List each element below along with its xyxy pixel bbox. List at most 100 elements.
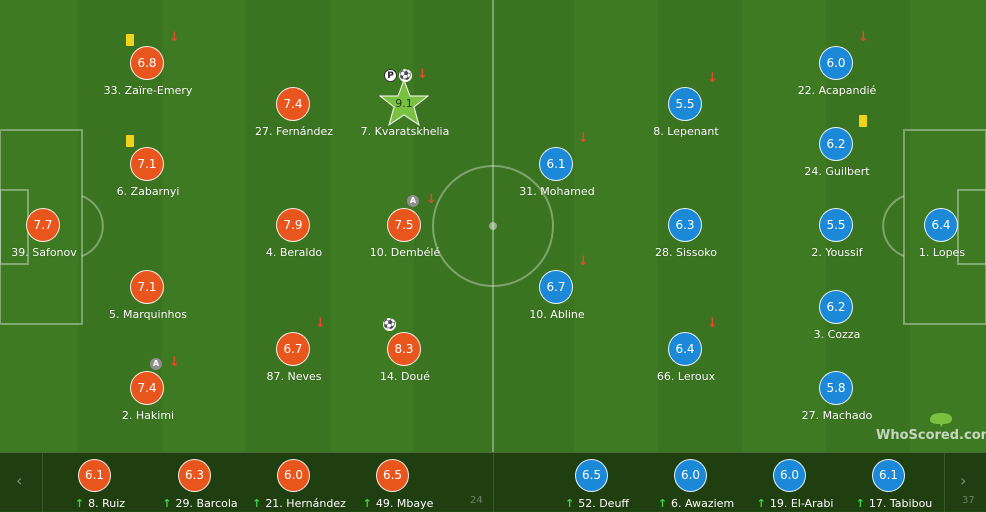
substitute-rating: 6.5 [575,459,608,492]
player-rating: 6.0 [819,46,853,80]
player-name: 31. Mohamed [519,185,595,198]
substituted-off-icon: ↓ [707,71,718,86]
away-player-lopes[interactable]: 6.4 1. Lopes [872,208,986,268]
player-name: 10. Dembélé [369,246,441,259]
player-name: 33. Zaïre-Emery [103,84,193,97]
home-player-marquinhos[interactable]: 7.1 5. Marquinhos [78,270,218,330]
player-rating: 6.7 [276,332,310,366]
player-name: 2. Hakimi [121,409,175,422]
yellow-card-icon [126,34,134,46]
substituted-off-icon: ↓ [315,316,326,331]
substituted-off-icon: ↓ [707,316,718,331]
player-rating: 8.3 [387,332,421,366]
substituted-on-icon: ↑ [657,497,668,510]
substitute-rating: 6.5 [376,459,409,492]
substitute-name: ↑21. Hernández [244,497,354,510]
goal-ball-icon: ⚽ [399,69,412,82]
away-player-machado[interactable]: 5.8 27. Machado [767,371,907,431]
away-substitute[interactable]: 6.1 ↑17. Tabibou [839,457,939,511]
home-player-doue[interactable]: 8.3 14. Doué ⚽ [335,318,475,392]
player-rating: 6.8 [130,46,164,80]
home-bench-more: 24 [470,495,483,506]
chevron-right-icon[interactable]: › [960,471,967,490]
home-substitute[interactable]: 6.1↑8. Ruiz [45,457,145,511]
player-rating: 5.8 [819,371,853,405]
away-substitute[interactable]: 6.5↑52. Deuff [542,457,642,511]
substituted-on-icon: ↑ [855,497,865,510]
player-rating: 5.5 [668,87,702,121]
substitute-label: 17. Tabibou [868,497,933,510]
player-rating: 6.7 [539,270,573,304]
goal-ball-icon: ⚽ [383,318,396,331]
home-substitute[interactable]: 6.3 ↑29. Barcola [145,457,245,511]
player-name: 87. Neves [266,370,322,383]
substitute-name: ↑8. Ruiz [45,497,155,510]
substitute-label: 52. Deuff [578,497,629,510]
player-rating: 5.5 [819,208,853,242]
substituted-on-icon: ↑ [252,497,262,510]
player-name: 24. Guilbert [804,165,870,178]
player-rating: 7.9 [276,208,310,242]
home-substitute[interactable]: 6.0↑21. Hernández [244,457,346,511]
player-name: 6. Zabarnyi [116,185,180,198]
home-player-neves[interactable]: 6.7 87. Neves ↓ [224,317,364,392]
chevron-left-icon[interactable]: ‹ [16,471,23,490]
player-name: 2. Youssif [811,246,863,259]
player-rating: 6.1 [539,147,573,181]
player-name: 4. Beraldo [265,246,323,259]
player-rating: 7.1 [130,270,164,304]
substitute-rating: 6.3 [178,459,211,492]
substitute-rating: 6.1 [872,459,905,492]
substituted-off-icon: ↓ [858,30,869,45]
substitute-label: 29. Barcola [175,497,238,510]
substitute-label: 8. Ruiz [88,497,126,510]
player-name: 8. Lepenant [653,125,719,138]
away-player-leroux[interactable]: 6.4 66. Leroux ↓ [616,317,756,392]
player-rating: 6.3 [668,208,702,242]
substitute-name: ↑49. Mbaye [343,497,453,510]
home-player-beraldo[interactable]: 7.9 4. Beraldo [224,208,364,268]
pitch-lines [0,0,986,452]
player-rating: 7.4 [130,371,164,405]
home-substitute[interactable]: 6.5↑49. Mbaye [343,457,443,511]
home-player-hakimi[interactable]: 7.4 2. Hakimi ↓ A [78,356,218,431]
player-rating: 7.5 [387,208,421,242]
player-name: 3. Cozza [813,328,861,341]
captain-badge-icon: A [150,358,162,370]
player-name: 5. Marquinhos [109,308,187,321]
player-rating: 6.4 [924,208,958,242]
substituted-off-icon: ↓ [417,67,428,82]
substitute-rating: 6.0 [277,459,310,492]
substituted-off-icon: ↓ [169,355,180,370]
player-name: 14. Doué [380,370,430,383]
player-name: 66. Leroux [656,370,716,383]
player-name: 1. Lopes [918,246,966,259]
away-substitute[interactable]: 6.0↑19. El-Arabi [740,457,840,511]
player-name: 27. Fernández [254,125,334,138]
substituted-on-icon: ↑ [565,497,575,510]
substitute-name: ↑19. El-Arabi [740,497,850,510]
substituted-off-icon: ↓ [578,131,589,146]
player-rating: 6.4 [668,332,702,366]
player-name: 27. Machado [801,409,873,422]
away-substitute[interactable]: 6.0↑6. Awaziem [641,457,741,511]
player-rating: 7.7 [26,208,60,242]
substituted-on-icon: ↑ [162,497,172,510]
substitute-label: 6. Awaziem [671,497,735,510]
away-player-lepenant[interactable]: 5.5 8. Lepenant ↓ [616,72,756,147]
penalty-icon: P [384,69,397,82]
yellow-card-icon [859,115,867,127]
away-player-youssif[interactable]: 5.5 2. Youssif [767,208,907,268]
away-player-mohamed[interactable]: 6.1 31. Mohamed ↓ [487,132,627,207]
